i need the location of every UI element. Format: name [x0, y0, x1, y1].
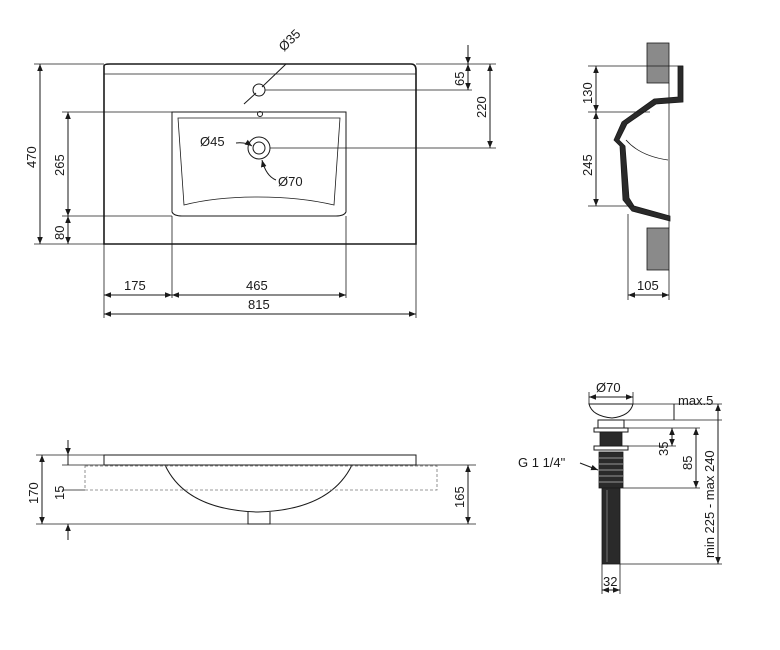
- tap-hole-dia-label: Ø35: [276, 26, 304, 54]
- dim-85: 85: [680, 456, 695, 470]
- dim-130: 130: [580, 82, 595, 104]
- max5-label: max.5: [678, 393, 713, 408]
- drain-flange: [597, 419, 625, 429]
- cap-dia-label: Ø70: [596, 380, 621, 395]
- front-drain-stub: [247, 512, 271, 525]
- front-view: 170 15 165: [26, 440, 476, 540]
- drain-inner-dia-label: Ø45: [200, 134, 225, 149]
- front-bowl-curve: [164, 464, 353, 513]
- wall-upper: [646, 42, 670, 84]
- dim-245: 245: [580, 154, 595, 176]
- dim-175: 175: [124, 278, 146, 293]
- wall-lower: [646, 227, 670, 271]
- thread-label: G 1 1/4": [518, 455, 566, 470]
- drain-pipe: [601, 487, 621, 565]
- dim-170: 170: [26, 482, 41, 504]
- basin-outline: [103, 63, 417, 245]
- dim-220: 220: [474, 96, 489, 118]
- drain-inner: [252, 141, 266, 155]
- dim-105: 105: [637, 278, 659, 293]
- bowl-outline: [171, 111, 347, 217]
- side-section-view: 130 245 105: [580, 42, 684, 300]
- dim-65: 65: [452, 72, 467, 86]
- drain-outer: [247, 136, 271, 160]
- dim-165: 165: [452, 486, 467, 508]
- front-rim: [103, 454, 417, 466]
- dim-465: 465: [246, 278, 268, 293]
- dim-range-label: min 225 - max 240: [702, 450, 717, 558]
- dim-80: 80: [52, 226, 67, 240]
- drain-detail: Ø70 max.5 35 85 min 225 - max 240 G 1 1/…: [518, 380, 722, 594]
- basin-section-profile: [613, 65, 684, 222]
- dim-815: 815: [248, 297, 270, 312]
- dim-265: 265: [52, 154, 67, 176]
- front-cabinet-hidden: [84, 465, 438, 491]
- dim-15: 15: [52, 486, 67, 500]
- bowl-inner-outline: [177, 117, 341, 206]
- dim-35: 35: [656, 442, 671, 456]
- dim-32: 32: [603, 574, 617, 589]
- drain-outer-dia-label: Ø70: [278, 174, 303, 189]
- dim-470: 470: [24, 146, 39, 168]
- overflow-hole: [257, 111, 263, 117]
- drain-cap: [588, 403, 634, 419]
- top-view: Ø35 Ø45 Ø70 175 465 815 470 265 80: [24, 26, 496, 318]
